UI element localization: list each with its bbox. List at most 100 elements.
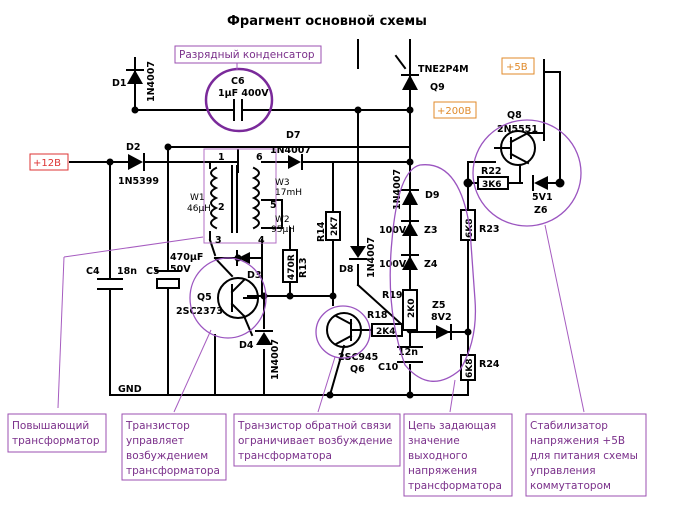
capacitor-c5 [155, 270, 181, 289]
pin-6: 6 [256, 152, 263, 163]
c5-value-1: 470µF [170, 252, 203, 263]
step-up-callout-b [63, 236, 204, 258]
diode-d2 [128, 153, 145, 171]
q5-ref: Q5 [197, 292, 212, 303]
gnd-label: GND [118, 384, 142, 395]
diode-d4 [255, 330, 273, 345]
svg-text:Транзистор обратной связи: Транзистор обратной связи [237, 420, 391, 432]
c10-ref: C10 [378, 362, 399, 373]
w2-ref: W2 [275, 215, 290, 225]
stabilizer-callout [544, 224, 585, 413]
diode-d1 [126, 69, 144, 84]
w1-value: 46µH [187, 204, 211, 214]
r23-ref: R23 [479, 224, 500, 235]
annotation-stabilizer: Стабилизатор напряжения +5В для питания … [525, 413, 647, 497]
r18-ref: R18 [367, 310, 388, 321]
z6-ref: Z6 [534, 205, 548, 216]
svg-text:ограничивает возбуждение: ограничивает возбуждение [238, 435, 393, 447]
annotation-chain: Цепь задающая значение выходного напряже… [403, 413, 513, 497]
zener-z6 [532, 175, 548, 191]
transformer [203, 148, 277, 244]
svg-text:6K8: 6K8 [465, 359, 475, 379]
annotation-feedback: Транзистор обратной связи ограничивает в… [233, 413, 401, 467]
w3-ref: W3 [275, 178, 290, 188]
svg-text:трансформатора: трансформатора [408, 480, 502, 492]
d9-value: 1N4007 [392, 169, 403, 210]
svg-text:для питания схемы: для питания схемы [530, 450, 638, 462]
pin-5: 5 [270, 200, 277, 211]
component-labels: D1 1N4007 C6 1µF 400V TNE2P4M Q9 D2 1N53… [86, 61, 553, 395]
q5-highlight [189, 257, 267, 339]
rail-200v: +200В [433, 101, 477, 119]
svg-text:значение: значение [408, 435, 460, 447]
chain-highlight [389, 164, 477, 383]
c4-value: 18n [117, 266, 137, 277]
resistor-r23: 6K8 [460, 209, 476, 241]
resistor-r24: 6K8 [460, 354, 476, 381]
q8-value: 2N5551 [497, 124, 538, 135]
rail-12v: +12В [29, 153, 69, 171]
r14-ref: R14 [316, 221, 327, 242]
c5-value-2: 50V [170, 264, 191, 275]
svg-text:+5В: +5В [506, 62, 528, 73]
z4-value: 100V [379, 259, 407, 270]
chain-callout [449, 379, 456, 413]
svg-text:возбуждением: возбуждением [126, 450, 208, 462]
svg-text:Разрядный конденсатор: Разрядный конденсатор [179, 49, 315, 61]
svg-text:3K6: 3K6 [482, 180, 502, 190]
pin-2: 2 [218, 202, 225, 213]
zener-z5 [436, 324, 452, 340]
svg-text:трансформатора: трансформатора [126, 465, 220, 477]
svg-text:470R: 470R [287, 254, 297, 280]
svg-text:напряжения +5В: напряжения +5В [530, 435, 625, 447]
page-title: Фрагмент основной схемы [227, 14, 427, 29]
transistor-q6 [326, 312, 373, 348]
thyristor-q9 [394, 54, 419, 90]
d2-value: 1N5399 [118, 176, 159, 187]
d1-value: 1N4007 [146, 61, 157, 102]
transistor-q5 [217, 277, 259, 319]
diode-d9 [401, 189, 419, 205]
w2-value: 95µH [271, 225, 295, 235]
capacitor-c10 [397, 346, 423, 363]
z5-ref: Z5 [432, 300, 446, 311]
c5-ref: C5 [146, 266, 160, 277]
q8-ref: Q8 [507, 110, 522, 121]
svg-text:Цепь задающая: Цепь задающая [408, 420, 496, 432]
resistor-r19: 2K0 [402, 289, 418, 331]
diode-d7 [288, 154, 303, 170]
d9-ref: D9 [425, 190, 440, 201]
svg-text:2K4: 2K4 [376, 327, 396, 337]
d8-value: 1N4007 [366, 237, 377, 278]
svg-text:+200В: +200В [437, 106, 471, 117]
resistor-r22: 3K6 [477, 176, 509, 190]
svg-text:напряжения: напряжения [408, 465, 477, 477]
capacitor-c4 [97, 278, 123, 290]
w3-value: 17mH [275, 188, 302, 198]
zener-z4 [401, 254, 419, 270]
q6-highlight [315, 305, 371, 359]
svg-text:Транзистор: Транзистор [125, 420, 190, 432]
d2-ref: D2 [126, 142, 141, 153]
rail-5v: +5В [501, 57, 535, 75]
diode-d3 [236, 250, 250, 266]
z3-ref: Z3 [424, 225, 438, 236]
annotation-step-up: Повышающий трансформатор [7, 413, 107, 453]
capacitor-highlight [204, 67, 274, 133]
z6-value: 5V1 [532, 192, 553, 203]
pin-3: 3 [215, 235, 222, 246]
q9-value: TNE2P4M [418, 64, 469, 75]
transistor-q8 [494, 130, 545, 166]
svg-text:трансформатора: трансформатора [238, 450, 332, 462]
step-up-callout-a [57, 256, 65, 409]
r13-ref: R13 [298, 257, 309, 278]
zener-z3 [401, 220, 419, 236]
svg-text:Стабилизатор: Стабилизатор [530, 420, 608, 432]
r24-ref: R24 [479, 359, 500, 370]
resistor-r13: 470R [282, 249, 298, 283]
pin-1: 1 [218, 152, 225, 163]
capacitor-c6 [214, 99, 263, 121]
pin-4: 4 [258, 235, 265, 246]
resistor-r14: 2K7 [325, 211, 341, 241]
d8-ref: D8 [339, 264, 354, 275]
